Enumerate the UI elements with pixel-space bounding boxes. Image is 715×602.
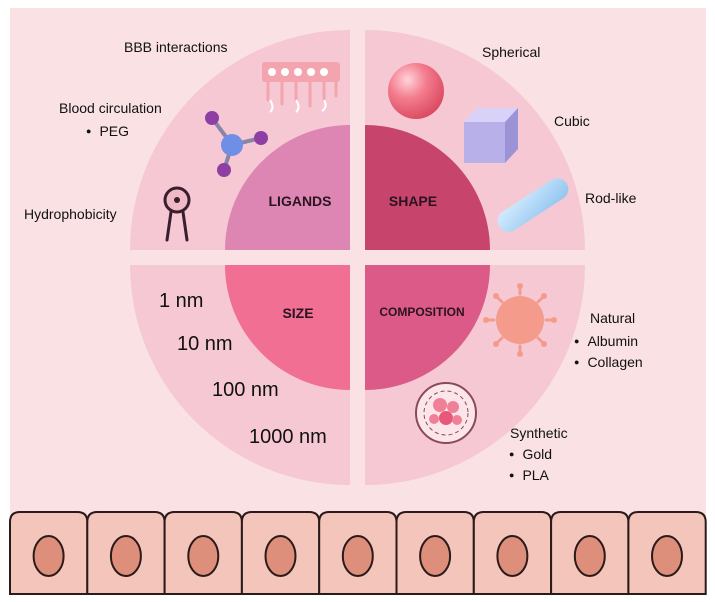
composition-title: COMPOSITION [379, 305, 465, 319]
shape-core [365, 125, 490, 250]
blood-circulation-label: Blood circulation [59, 100, 162, 116]
ligands-core [225, 125, 350, 250]
spherical-label: Spherical [482, 44, 541, 60]
cube-shape-icon [464, 108, 518, 163]
hydrophobicity-label: Hydrophobicity [24, 206, 117, 222]
cell-nucleus [496, 535, 529, 577]
peg-molecule-icon [205, 111, 268, 177]
gold-label: Gold [509, 446, 552, 462]
cell-nucleus [651, 535, 683, 577]
sphere-shape-icon [388, 63, 444, 119]
synthetic-label: Synthetic [510, 425, 568, 441]
cell-nucleus [341, 535, 374, 577]
bbb-membrane-icon [262, 62, 340, 113]
cell-nucleus [109, 535, 142, 577]
cell-nucleus [32, 535, 65, 577]
size-100nm-label: 100 nm [212, 379, 279, 401]
natural-label: Natural [590, 310, 636, 326]
rod-like-label: Rod-like [585, 190, 637, 206]
ligands-title: LIGANDS [268, 193, 332, 209]
collagen-label: Collagen [574, 354, 642, 370]
cell-nucleus [573, 535, 606, 577]
rod-shape-icon [497, 178, 569, 232]
size-1000nm-label: 1000 nm [249, 426, 327, 448]
albumin-label: Albumin [574, 333, 638, 349]
composition-core [365, 265, 490, 390]
cell-nucleus [187, 535, 220, 577]
bbb-interactions-label: BBB interactions [124, 39, 228, 55]
size-title: SIZE [282, 305, 314, 321]
synthetic-nanoparticle-icon [415, 382, 477, 444]
peg-label: PEG [86, 123, 129, 139]
albumin-particle-icon [483, 283, 557, 357]
cell-nucleus [419, 535, 452, 577]
size-core [225, 265, 350, 390]
shape-title: SHAPE [388, 193, 438, 209]
pla-label: PLA [509, 467, 548, 483]
cell-layer [9, 511, 707, 595]
phospholipid-icon [163, 186, 191, 242]
background-panel [10, 8, 706, 594]
size-1nm-label: 1 nm [159, 290, 204, 312]
cubic-label: Cubic [554, 113, 590, 129]
size-10nm-label: 10 nm [177, 333, 233, 355]
cell-nucleus [264, 535, 297, 577]
